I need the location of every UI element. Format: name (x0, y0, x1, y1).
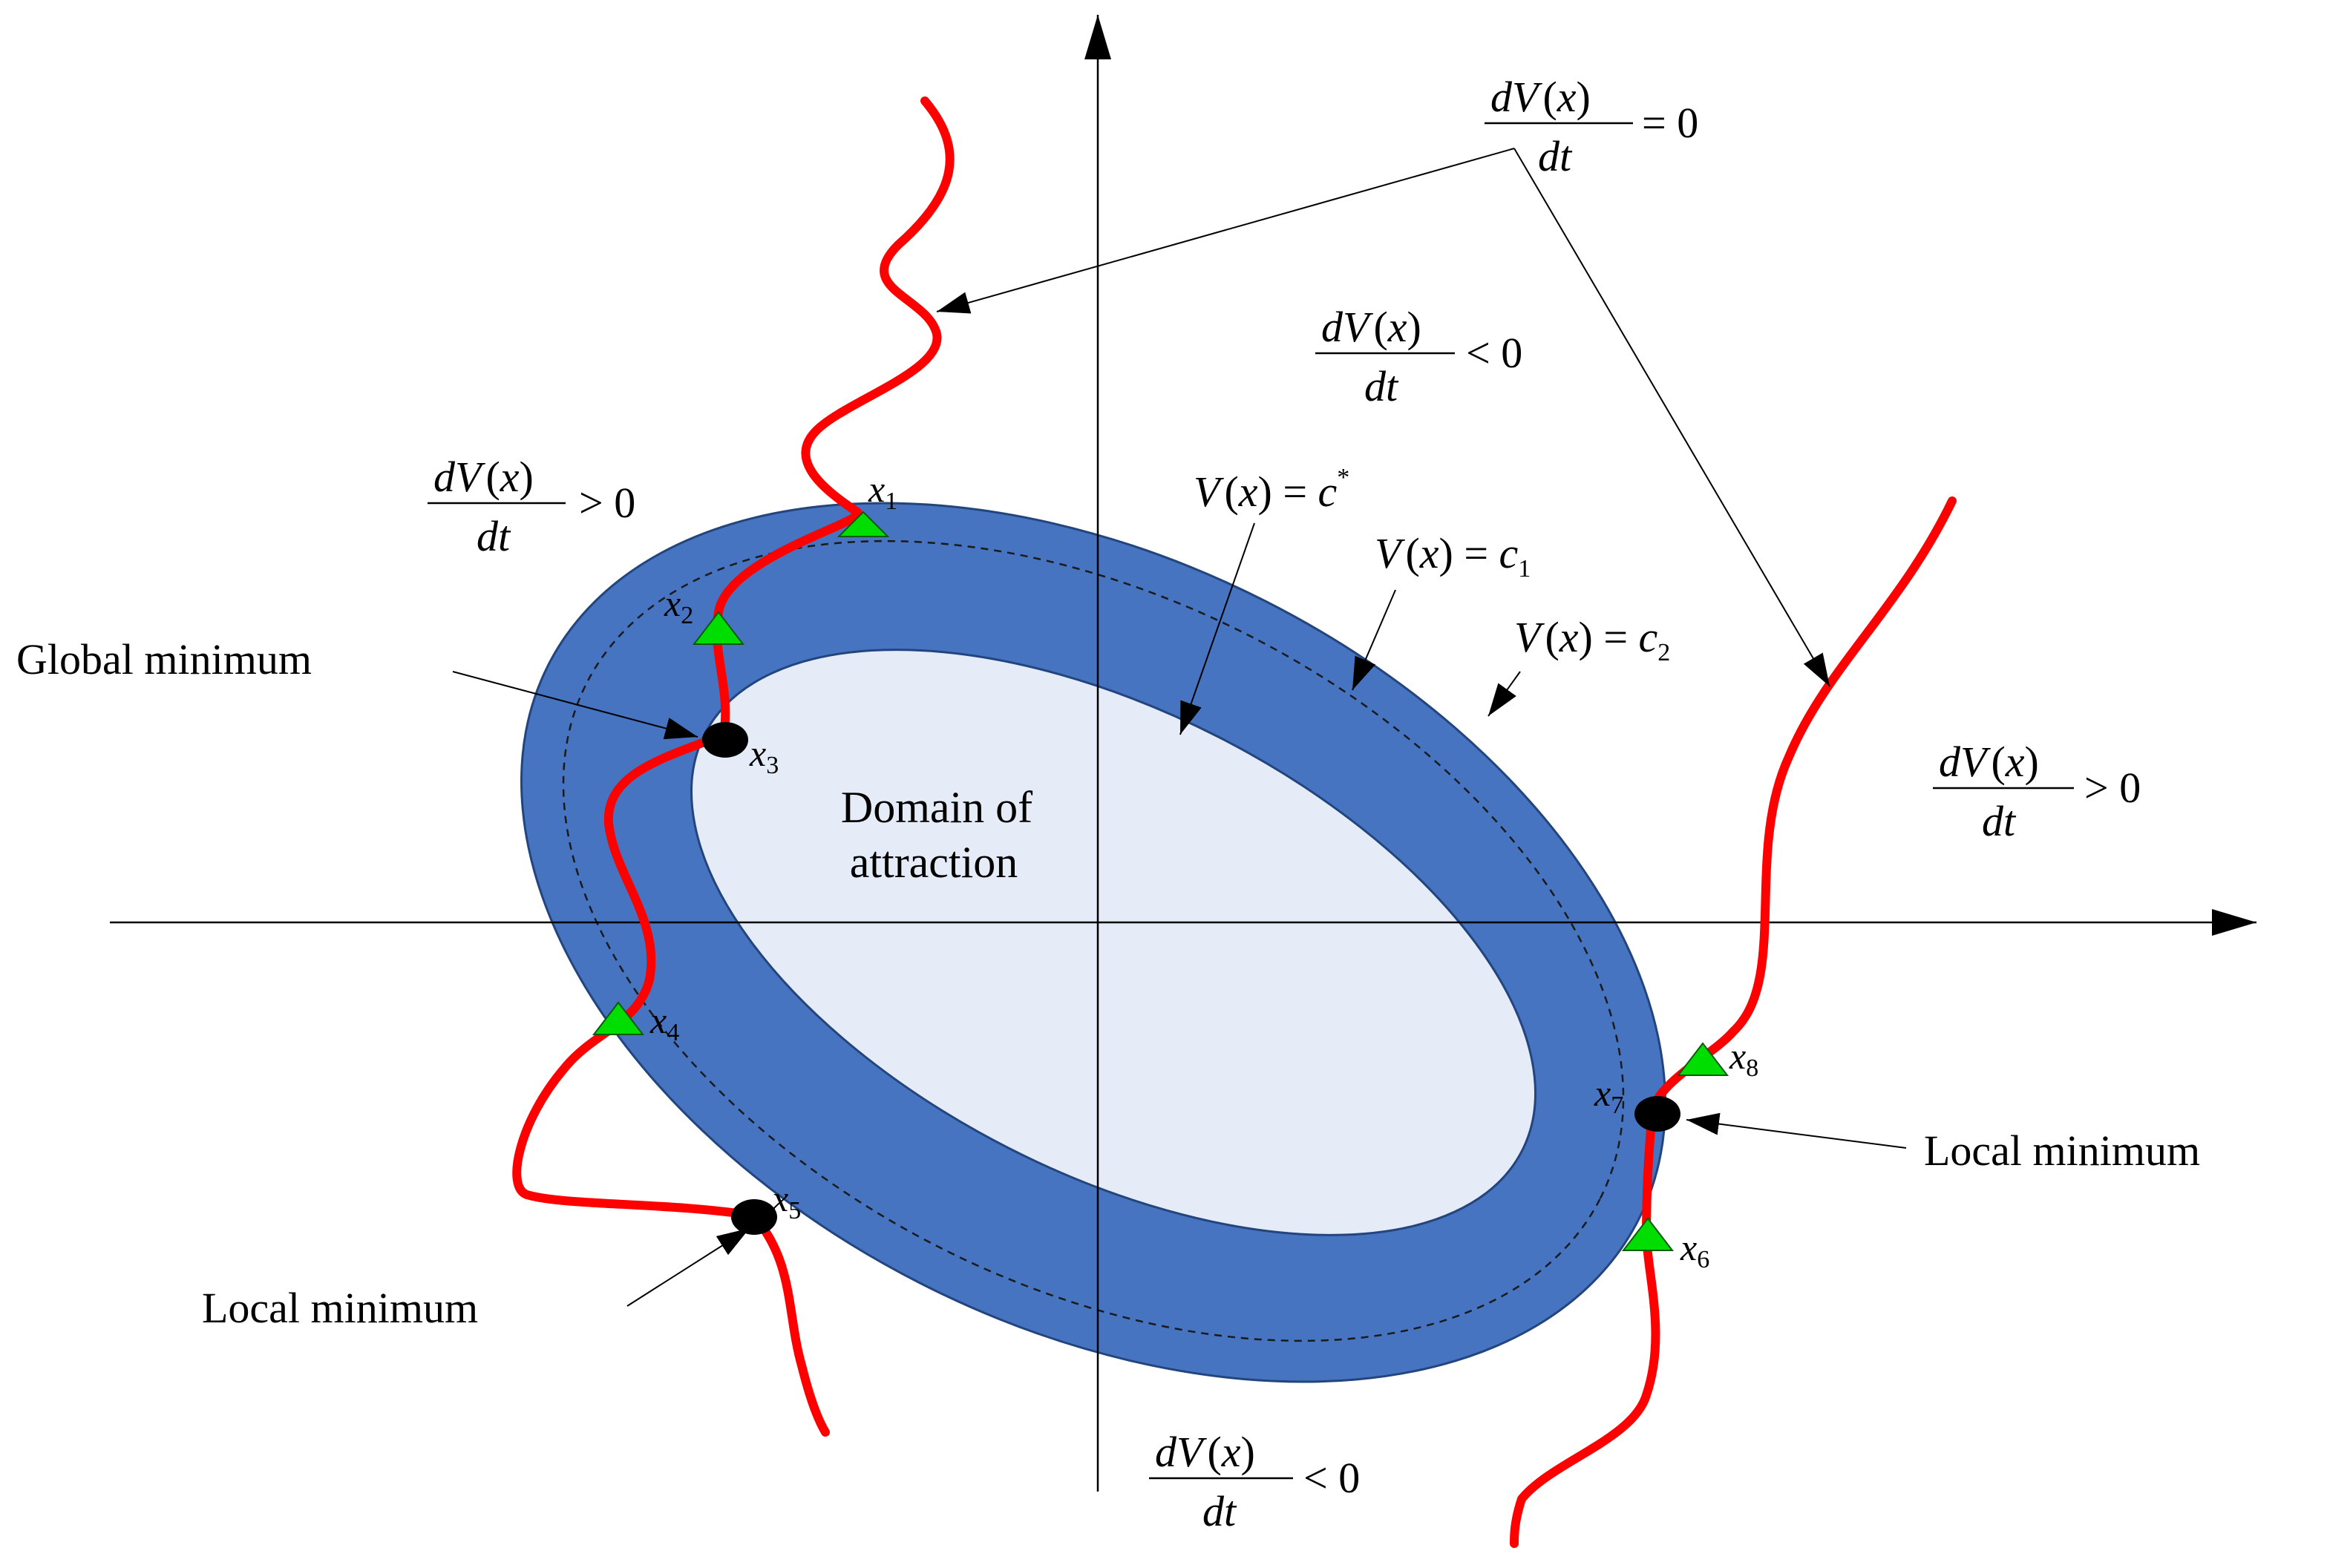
marker-x8 (1676, 1042, 1729, 1076)
dv-zero-rel: = 0 (1642, 99, 1698, 147)
local-minimum-right-label: Local minimum (1924, 1126, 2200, 1175)
marker-x5 (731, 1199, 777, 1235)
svg-text:dt: dt (1202, 1487, 1237, 1535)
annotation-dv-neg-top: dV(x) dt < 0 (1315, 303, 1522, 410)
annotation-dv-pos-left: dV(x) dt > 0 (428, 453, 635, 560)
marker-x4 (592, 1001, 645, 1035)
svg-text:dV(x): dV(x) (433, 453, 534, 501)
svg-text:> 0: > 0 (579, 479, 635, 527)
svg-text:dV(x): dV(x) (1939, 738, 2039, 786)
saddle-markers (592, 511, 1729, 1251)
dv-zero-pointer-left (936, 148, 1515, 314)
trajectory-left (512, 96, 955, 1437)
annotation-dv-neg-bottom: dV(x) dt < 0 (1149, 1428, 1360, 1535)
minimum-markers (702, 722, 1680, 1235)
svg-text:dt: dt (1364, 362, 1399, 410)
label-x6: x6 (1680, 1227, 1709, 1273)
svg-text:< 0: < 0 (1466, 329, 1522, 377)
svg-text:V(x) = c2: V(x) = c2 (1514, 613, 1670, 666)
local-minimum-right-pointer (1686, 1112, 1907, 1149)
svg-text:< 0: < 0 (1303, 1454, 1360, 1502)
label-x8: x8 (1729, 1035, 1758, 1082)
marker-x1 (837, 511, 890, 537)
label-x4: x4 (649, 1000, 679, 1046)
svg-text:V(x) = c1: V(x) = c1 (1375, 529, 1531, 583)
svg-text:dV(x): dV(x) (1155, 1428, 1255, 1476)
marker-x7 (1634, 1096, 1680, 1132)
level-set-c2: V(x) = c2 (1487, 613, 1670, 717)
domain-label-line1: Domain of (841, 783, 1032, 832)
marker-x6 (1621, 1217, 1675, 1251)
local-minimum-left-label: Local minimum (202, 1284, 478, 1332)
svg-text:V(x) = c*: V(x) = c* (1194, 464, 1349, 516)
c1-pointer (1352, 589, 1396, 691)
global-minimum-label: Global minimum (16, 635, 312, 683)
level-set-c-star: V(x) = c* (1179, 464, 1349, 735)
dv-zero-num: dV(x) (1490, 73, 1591, 121)
label-x1: x1 (868, 468, 897, 515)
svg-text:dV(x): dV(x) (1321, 303, 1421, 351)
marker-x2 (692, 611, 745, 645)
dv-zero-pointer-right (1513, 148, 1830, 687)
level-set-c1-dashed (562, 539, 1625, 1342)
svg-text:dt: dt (477, 512, 511, 560)
c-star-pointer (1179, 522, 1255, 735)
svg-text:dt: dt (1982, 797, 2017, 845)
global-minimum-pointer (452, 671, 698, 740)
marker-x3 (702, 722, 748, 758)
local-minimum-left-pointer (626, 1227, 750, 1307)
domain-label-line2: attraction (850, 838, 1018, 887)
annotation-dv-pos-right: dV(x) dt > 0 (1933, 738, 2141, 845)
dv-zero-den: dt (1538, 132, 1573, 180)
svg-text:> 0: > 0 (2084, 764, 2141, 812)
c2-pointer (1487, 671, 1521, 717)
level-set-c1: V(x) = c1 (1352, 529, 1531, 691)
